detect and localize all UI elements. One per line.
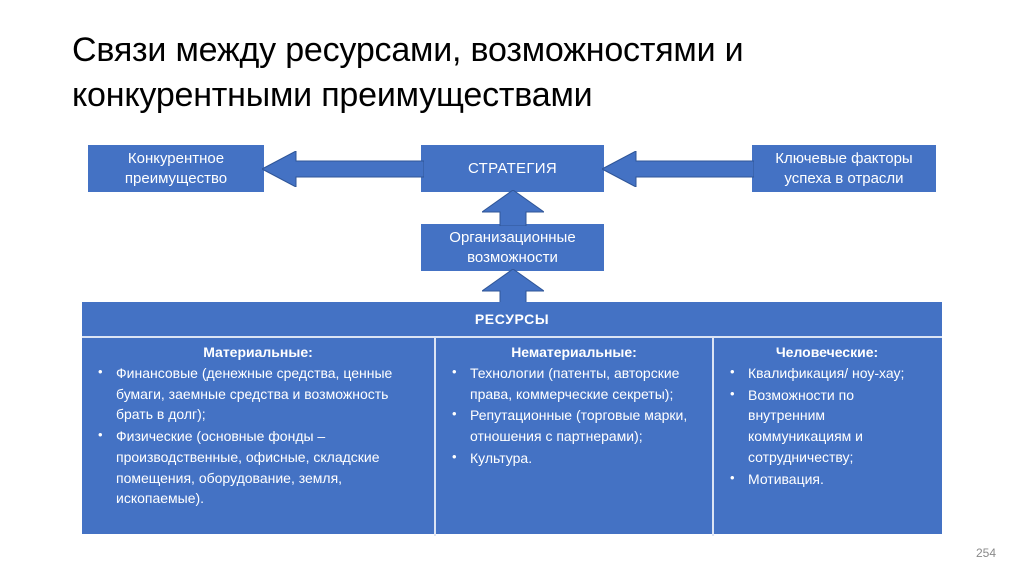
- resources-column-intangible-title: Нематериальные:: [511, 344, 637, 360]
- page-number: 254: [975, 546, 996, 560]
- list-item: Квалификация/ ноу-хау;: [722, 362, 932, 384]
- list-item: Возможности по внутренним коммуникациям …: [722, 384, 932, 468]
- list-item: Физические (основные фонды – производств…: [90, 425, 426, 509]
- box-key-success-factors: Ключевые факторы успеха в отрасли: [752, 145, 936, 192]
- list-item: Технологии (патенты, авторские права, ко…: [444, 362, 704, 404]
- list-item: Репутационные (торговые марки, отношения…: [444, 404, 704, 446]
- resources-header: РЕСУРСЫ: [82, 302, 942, 336]
- resources-columns: Материальные: Финансовые (денежные средс…: [82, 336, 942, 536]
- list-item: Финансовые (денежные средства, ценные бу…: [90, 362, 426, 425]
- resources-column-human: Человеческие: Квалификация/ ноу-хау; Воз…: [712, 338, 940, 536]
- resources-column-tangible: Материальные: Финансовые (денежные средс…: [82, 338, 434, 536]
- resources-column-human-list: Квалификация/ ноу-хау; Возможности по вн…: [722, 362, 932, 490]
- list-item: Культура.: [444, 447, 704, 469]
- box-competitive-advantage: Конкурентное преимущество: [88, 145, 264, 192]
- page-title: Связи между ресурсами, возможностями и к…: [72, 31, 744, 115]
- box-organizational-capabilities: Организационные возможности: [421, 224, 604, 271]
- arrow-up-icon-resources-to-capabilities: [482, 269, 544, 305]
- arrow-left-icon-ksf-to-strategy: [602, 151, 754, 187]
- resources-column-tangible-list: Финансовые (денежные средства, ценные бу…: [90, 362, 426, 509]
- resources-column-human-title: Человеческие:: [775, 344, 879, 360]
- arrow-up-icon-capabilities-to-strategy: [482, 190, 544, 226]
- box-key-success-factors-label: Ключевые факторы успеха в отрасли: [775, 149, 913, 187]
- arrow-left-icon-strategy-to-advantage: [262, 151, 424, 187]
- box-organizational-capabilities-label: Организационные возможности: [449, 228, 576, 266]
- box-strategy-label: СТРАТЕГИЯ: [468, 159, 557, 177]
- box-strategy: СТРАТЕГИЯ: [421, 145, 604, 192]
- resources-panel: РЕСУРСЫ Материальные: Финансовые (денежн…: [82, 302, 942, 536]
- resources-header-label: РЕСУРСЫ: [474, 311, 550, 327]
- list-item: Мотивация.: [722, 468, 932, 490]
- box-competitive-advantage-label: Конкурентное преимущество: [124, 149, 228, 187]
- resources-column-tangible-title: Материальные:: [203, 344, 313, 360]
- resources-column-intangible-list: Технологии (патенты, авторские права, ко…: [444, 362, 704, 469]
- resources-column-intangible: Нематериальные: Технологии (патенты, авт…: [434, 338, 712, 536]
